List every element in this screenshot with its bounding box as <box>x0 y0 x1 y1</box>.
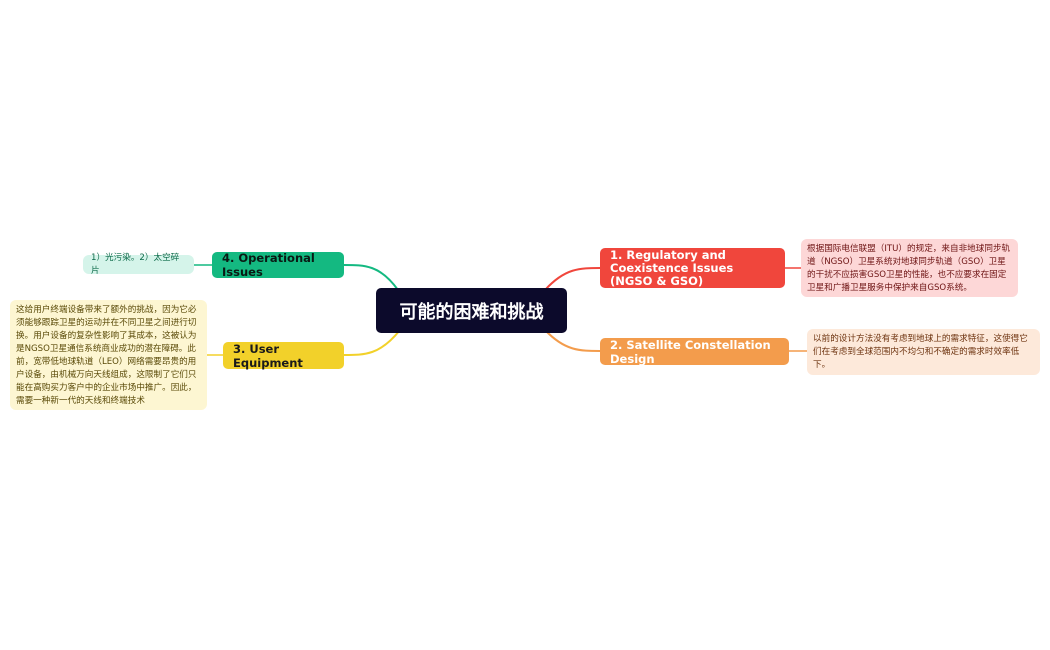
topic-user-equipment[interactable]: 3. User Equipment <box>223 342 344 370</box>
note-user-equipment[interactable]: 这给用户终端设备带来了额外的挑战，因为它必须能够跟踪卫星的运动并在不同卫星之间进… <box>10 300 207 410</box>
connector-4 <box>343 264 399 291</box>
central-topic[interactable]: 可能的困难和挑战 <box>376 288 567 333</box>
note-operational-issues[interactable]: 1）光污染。2）太空碎片 <box>83 253 194 276</box>
note-regulatory[interactable]: 根据国际电信联盟（ITU）的规定，来自非地球同步轨道（NGSO）卫星系统对地球同… <box>801 239 1018 297</box>
topic-regulatory[interactable]: 1. Regulatory and Coexistence Issues (NG… <box>600 248 785 288</box>
topic-constellation-design[interactable]: 2. Satellite Constellation Design <box>600 338 789 366</box>
note-constellation-design[interactable]: 以前的设计方法没有考虑到地球上的需求特征，这使得它们在考虑到全球范围内不均匀和不… <box>807 329 1040 375</box>
connector-1 <box>544 267 601 291</box>
connector-3 <box>343 329 401 356</box>
connector-2 <box>544 329 601 352</box>
topic-operational-issues[interactable]: 4. Operational Issues <box>212 251 344 279</box>
